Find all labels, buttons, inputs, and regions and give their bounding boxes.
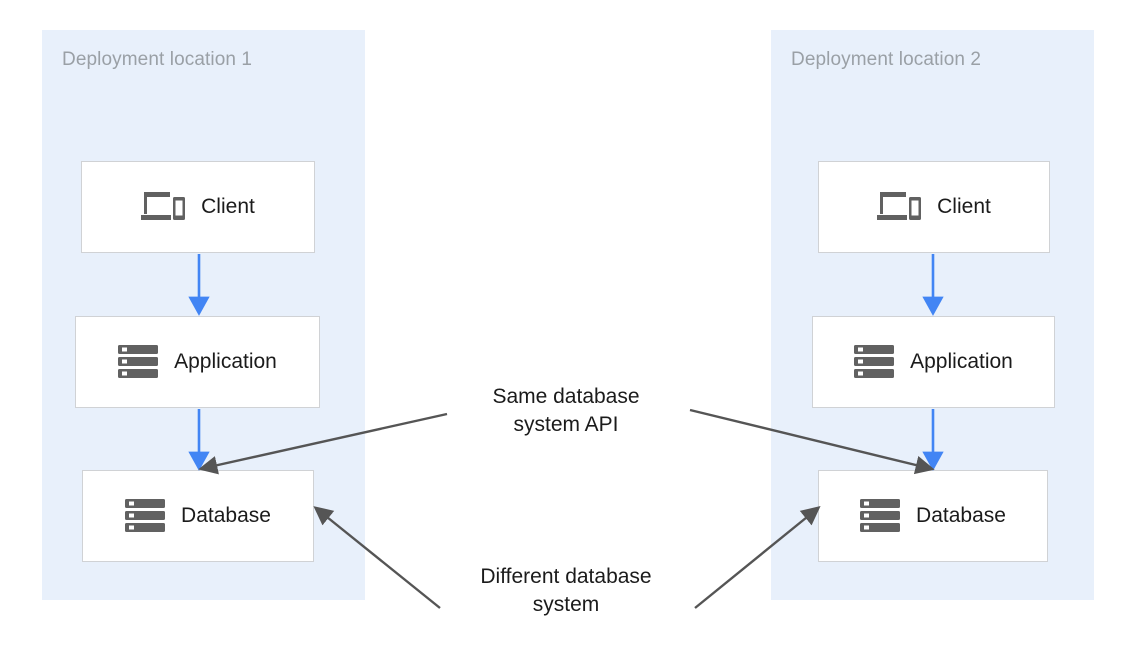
node-database-2[interactable]: Database	[818, 470, 1048, 562]
node-application-1-label: Application	[174, 350, 277, 373]
server-icon	[854, 344, 895, 380]
server-icon	[118, 344, 159, 380]
node-application-2[interactable]: Application	[812, 316, 1055, 408]
annotation-different-system-label: Different database system	[480, 565, 652, 616]
node-client-1-label: Client	[201, 195, 255, 218]
devices-icon	[141, 189, 186, 225]
node-database-1-label: Database	[181, 504, 271, 527]
server-icon	[860, 498, 901, 534]
node-database-2-label: Database	[916, 504, 1006, 527]
annotation-same-api-label: Same database system API	[492, 385, 640, 436]
deployment-zone-1-title: Deployment location 1	[62, 49, 253, 70]
server-icon	[125, 498, 166, 534]
node-application-1[interactable]: Application	[75, 316, 320, 408]
node-client-2[interactable]: Client	[818, 161, 1050, 253]
node-client-2-label: Client	[937, 195, 991, 218]
deployment-zone-2-title: Deployment location 2	[791, 49, 982, 70]
node-database-1[interactable]: Database	[82, 470, 314, 562]
node-client-1[interactable]: Client	[81, 161, 315, 253]
devices-icon	[877, 189, 922, 225]
node-application-2-label: Application	[910, 350, 1013, 373]
